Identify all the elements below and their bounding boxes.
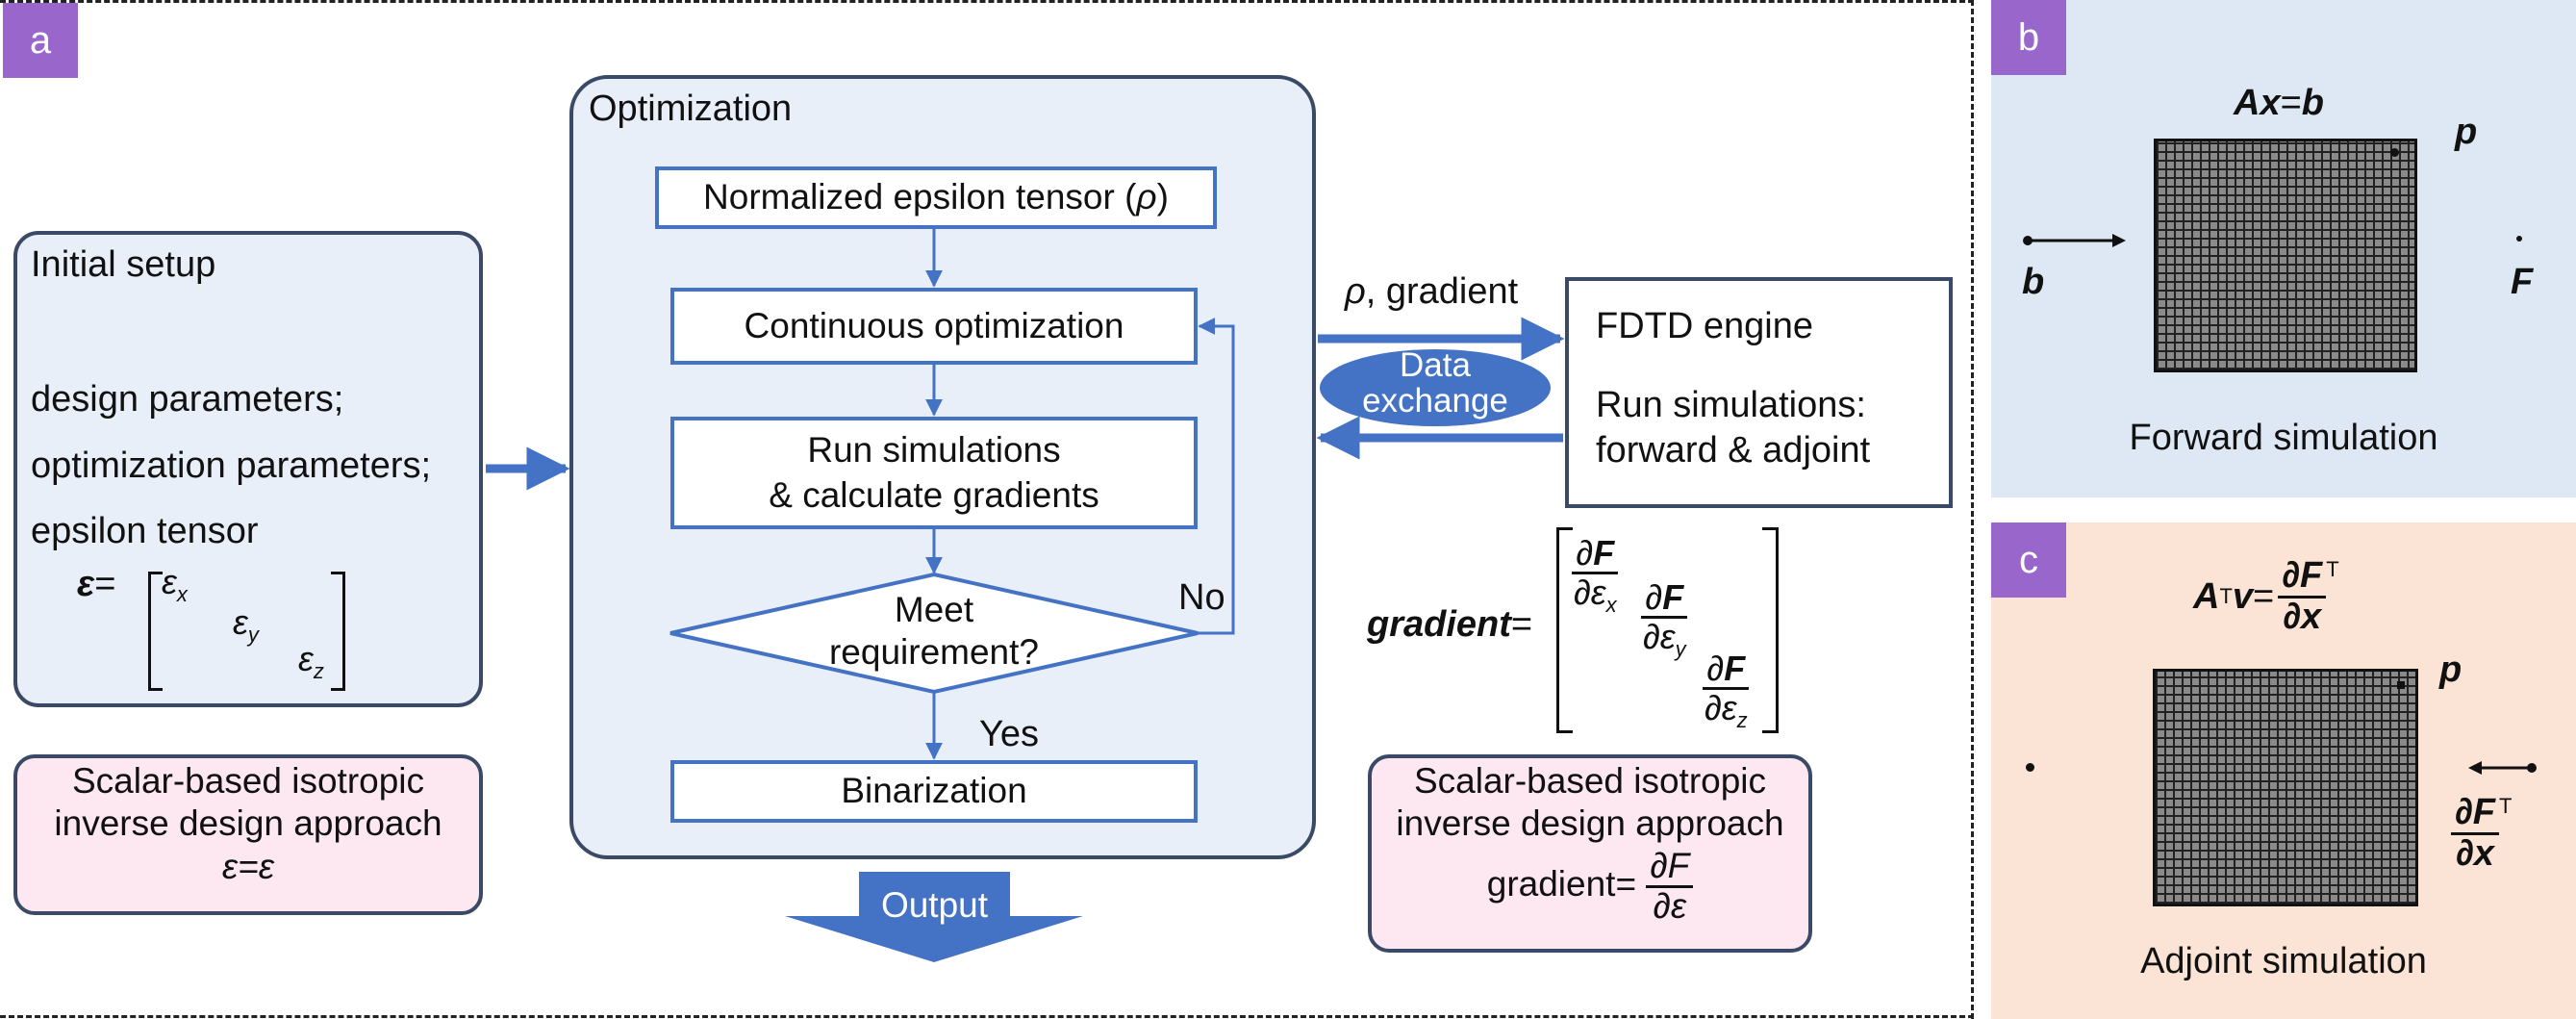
epsilon-symbol: ε= (77, 564, 116, 604)
forward-caption: Forward simulation (2129, 418, 2438, 458)
forward-F-marker (2516, 236, 2522, 242)
panel-a-bottom-border (0, 1015, 1974, 1018)
optimization-title: Optimization (589, 89, 793, 129)
adjoint-caption: Adjoint simulation (2140, 941, 2427, 981)
scalar-approach-left-box: Scalar-based isotropic inverse design ap… (13, 754, 483, 915)
panel-a-tag: a (3, 3, 78, 78)
eps-z: εz (298, 639, 324, 684)
design-parameters-label: design parameters; (31, 379, 344, 420)
grad-term-y: ∂F ∂εy (1641, 577, 1688, 661)
meet-line1: Meet (894, 590, 974, 629)
meet-requirement-text: Meet requirement? (767, 589, 1101, 675)
meet-line2: requirement? (828, 632, 1039, 673)
epsilon-matrix-left-bracket (148, 572, 163, 691)
adjoint-p-label: p (2439, 650, 2462, 690)
run-line2: & calculate gradients (769, 474, 1099, 515)
scalar-right-line2: inverse design approach (1396, 803, 1784, 844)
panel-b: b Ax=b p b F Forward simulation (1991, 0, 2576, 497)
panel-a (0, 0, 1974, 1019)
binarization-box: Binarization (670, 760, 1198, 823)
adjoint-left-dot (2026, 763, 2034, 772)
grad-term-x: ∂F ∂εx (1572, 533, 1619, 617)
forward-grid (2154, 139, 2417, 372)
adjoint-source-arrow (2468, 761, 2537, 775)
forward-b-label: b (2022, 262, 2045, 302)
fdtd-run-line2: forward & adjoint (1596, 430, 1871, 471)
data-exchange-line1: Data (1400, 346, 1471, 384)
continuous-optimization-box: Continuous optimization (670, 288, 1198, 365)
scalar-left-line1: Scalar-based isotropic (71, 761, 425, 801)
no-label: No (1178, 577, 1225, 618)
initial-setup-title: Initial setup (31, 244, 216, 285)
eps-x: εx (162, 562, 188, 607)
forward-equation: Ax=b (2234, 83, 2325, 123)
rho-gradient-label: ρ, gradient (1345, 271, 1519, 312)
adjoint-source-label: ∂F∂x T (2451, 793, 2512, 874)
fdtd-title: FDTD engine (1596, 306, 1813, 346)
adjoint-p-marker (2397, 681, 2405, 689)
fdtd-engine-box: FDTD engine Run simulations: forward & a… (1565, 277, 1953, 508)
forward-p-marker (2390, 148, 2399, 157)
normalized-epsilon-box: Normalized epsilon tensor (ρ) (655, 166, 1217, 229)
eps-y: εy (233, 602, 259, 648)
scalar-approach-right-box: Scalar-based isotropic inverse design ap… (1368, 754, 1812, 953)
scalar-left-line2: inverse design approach (54, 803, 442, 844)
yes-label: Yes (979, 714, 1039, 754)
adjoint-grid (2153, 669, 2418, 906)
forward-F-label: F (2511, 262, 2534, 302)
gradient-equation-lhs: gradient= (1367, 604, 1533, 645)
run-line1: Run simulations (807, 430, 1061, 471)
forward-p-label: p (2455, 112, 2478, 152)
output-arrow-shape (785, 872, 1083, 962)
forward-source-arrow (2023, 234, 2126, 247)
epsilon-tensor-label: epsilon tensor (31, 511, 259, 551)
gradient-matrix-right-bracket (1762, 527, 1779, 733)
run-simulations-box: Run simulations & calculate gradients (670, 417, 1198, 529)
data-exchange-line2: exchange (1362, 381, 1508, 420)
panel-c-tag: c (1991, 522, 2066, 598)
epsilon-matrix-right-bracket (331, 572, 345, 691)
scalar-right-line1: Scalar-based isotropic (1413, 761, 1767, 801)
data-exchange-ellipse (1320, 349, 1551, 426)
data-exchange-label: Data exchange (1320, 346, 1551, 420)
scalar-left-line3: ε=ε (221, 846, 275, 886)
panel-b-tag: b (1991, 0, 2066, 75)
initial-setup-box: Initial setup design parameters; optimiz… (13, 231, 483, 707)
scalar-right-gradient: gradient= ∂F∂ε (1372, 847, 1808, 926)
grad-term-z: ∂F ∂εz (1703, 649, 1750, 732)
output-label: Output (880, 885, 989, 925)
optimization-parameters-label: optimization parameters; (31, 446, 432, 486)
gradient-matrix-left-bracket (1556, 527, 1573, 733)
fdtd-run-line1: Run simulations: (1596, 384, 1866, 425)
